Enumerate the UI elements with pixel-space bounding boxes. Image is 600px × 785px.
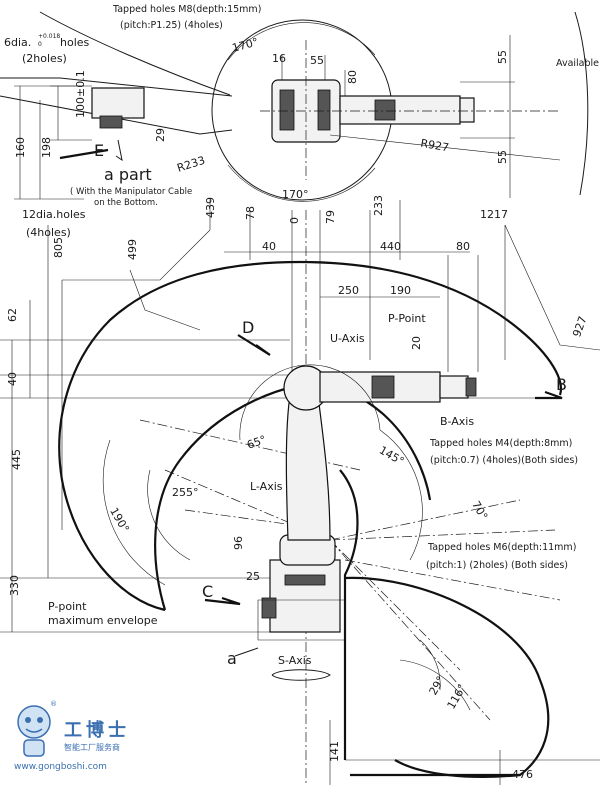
dim-255: 255° [172, 486, 199, 499]
dim-29deg: 29° [427, 674, 448, 697]
watermark-url: www.gongboshi.com [14, 762, 107, 772]
labels: Tapped holes M8(depth:15mm) (pitch:P1.25… [4, 4, 599, 668]
tapped-m6-line2: (pitch:1) (2holes) (Both sides) [426, 560, 568, 571]
dim-233: 233 [372, 195, 385, 216]
e-label: E [94, 141, 104, 160]
dim-0: 0 [288, 217, 301, 224]
s-base [269, 559, 341, 633]
dim-40: 40 [262, 240, 276, 253]
dim-805: 805 [52, 237, 65, 258]
top-view [0, 11, 589, 202]
six-dia-label: 6dia. [4, 36, 31, 49]
p-point-envelope: P-point [48, 600, 87, 613]
two-holes: (2holes) [22, 52, 67, 65]
u-axis-label: U-Axis [330, 332, 365, 345]
dim-78: 78 [244, 206, 257, 220]
b-axis-label: B-Axis [440, 415, 474, 428]
dim-29-top: 29 [154, 128, 167, 142]
tapped-m8-line1: Tapped holes M8(depth:15mm) [112, 4, 261, 15]
dim-r233: R233 [175, 154, 206, 175]
dim-250: 250 [338, 284, 359, 297]
max-envelope: maximum envelope [48, 614, 158, 627]
dim-145: 145° [377, 444, 406, 469]
top-arm [339, 95, 461, 125]
mascot-icon [17, 705, 51, 757]
available-label: Available [556, 58, 599, 69]
dim-20: 20 [410, 336, 423, 350]
cable-note-1: ( With the Manipulator Cable [70, 187, 192, 197]
side-view [0, 200, 600, 785]
work-envelope-outer [58, 260, 563, 612]
dim-70: 70° [469, 499, 490, 522]
top-outer-arc [39, 11, 589, 196]
side-robot [257, 365, 477, 641]
dim-190deg: 190° [107, 505, 132, 534]
tapped-m8-line2: (pitch:P1.25) (4holes) [120, 20, 223, 31]
dim-190: 190 [390, 284, 411, 297]
watermark-sub: 智能工厂服务商 [64, 743, 120, 752]
four-holes: (4holes) [26, 226, 71, 239]
dim-55-right-1: 55 [496, 50, 509, 64]
cable-note-2: on the Bottom. [94, 198, 158, 208]
dim-198: 198 [40, 137, 53, 158]
dim-16: 16 [272, 52, 286, 65]
dim-141: 141 [328, 741, 341, 762]
dim-499: 499 [126, 239, 139, 260]
dimensions: 170° 16 55 80 55 55 29 100±0.1 160 198 R… [6, 35, 590, 781]
dim-330: 330 [8, 575, 21, 596]
dim-80-top: 80 [346, 70, 359, 84]
dim-439: 439 [204, 197, 217, 218]
s-axis-label: S-Axis [278, 654, 312, 667]
dim-170-top: 170° [231, 35, 260, 54]
dim-170-bot: 170° [282, 188, 309, 201]
dim-476: 476 [512, 768, 533, 781]
dim-160: 160 [14, 137, 27, 158]
tapped-m4-line1: Tapped holes M4(depth:8mm) [429, 438, 572, 449]
l-axis-label: L-Axis [250, 480, 283, 493]
dim-65: 65° [245, 433, 268, 452]
dim-440: 440 [380, 240, 401, 253]
s-lower-arm [285, 394, 331, 541]
c-label: C [202, 582, 213, 601]
dim-40-left: 40 [6, 372, 19, 386]
watermark-name: 工博士 [64, 720, 130, 741]
twelve-dia: 12dia.holes [22, 208, 86, 221]
d-label: D [242, 318, 254, 337]
dim-445: 445 [10, 449, 23, 470]
watermark-reg: ® [50, 700, 57, 708]
six-dia-tol0: 0 [38, 41, 42, 48]
dim-62: 62 [6, 308, 19, 322]
watermark-logo: ® 工博士 智能工厂服务商 www.gongboshi.com [8, 700, 158, 778]
tapped-m6-line1: Tapped holes M6(depth:11mm) [427, 542, 576, 553]
dim-1217: 1217 [480, 208, 508, 221]
dim-55-top: 55 [310, 54, 324, 67]
a-part: a part [104, 165, 152, 184]
dim-25: 25 [246, 570, 260, 583]
tapped-m4-line2: (pitch:0.7) (4holes)(Both sides) [430, 455, 578, 466]
dim-80: 80 [456, 240, 470, 253]
dim-55-right-2: 55 [496, 150, 509, 164]
dim-r927: R927 [419, 137, 449, 155]
dim-79: 79 [324, 210, 337, 224]
holes-word: holes [60, 36, 90, 49]
b-label: B [556, 375, 567, 394]
dim-927: 927 [570, 315, 589, 339]
dim-100: 100±0.1 [74, 70, 87, 118]
a-small: a [227, 649, 237, 668]
p-point-label: P-Point [388, 312, 426, 325]
dim-116: 116° [445, 682, 470, 711]
six-dia-tol: +0.018 [38, 33, 60, 40]
dim-96: 96 [232, 536, 245, 550]
left-base-side [91, 87, 145, 119]
